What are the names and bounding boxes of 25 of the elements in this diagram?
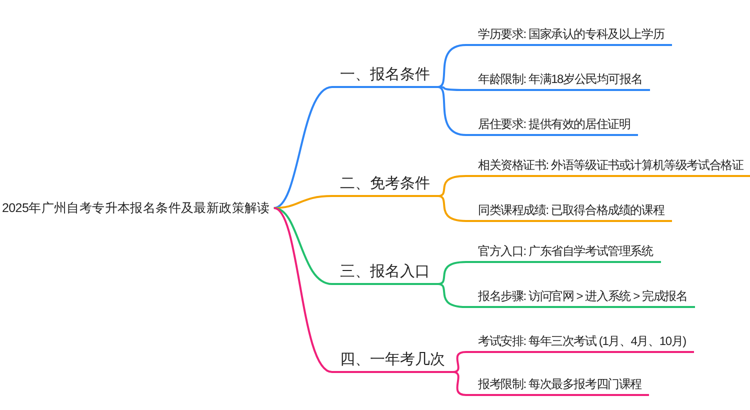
branch-line bbox=[274, 195, 332, 209]
branch-topic: 二、免考条件 bbox=[332, 173, 438, 197]
leaf-topic: 相关资格证书: 外语等级证书或计算机等级考试合格证 bbox=[466, 155, 750, 177]
branch-topic: 三、报名入口 bbox=[332, 261, 438, 285]
leaf-topic: 同类课程成绩: 已取得合格成绩的课程 bbox=[466, 200, 672, 222]
branch-line bbox=[438, 283, 466, 308]
branch-line bbox=[438, 175, 466, 197]
branch-topic: 四、一年考几次 bbox=[332, 349, 453, 373]
leaf-topic: 考试安排: 每年三次考试 (1月、4月、10月) bbox=[466, 331, 694, 353]
branch-line bbox=[274, 86, 332, 209]
leaf-topic: 学历要求: 国家承认的专科及以上学历 bbox=[466, 24, 672, 46]
branch-line bbox=[273, 207, 332, 373]
branch-line bbox=[438, 86, 466, 136]
root-topic: 2025年广州自考专升本报名条件及最新政策解读 bbox=[2, 197, 274, 219]
leaf-topic: 年龄限制: 年满18岁公民均可报名 bbox=[466, 69, 650, 91]
branch-line bbox=[438, 261, 466, 285]
branch-line bbox=[438, 195, 466, 222]
branch-line bbox=[438, 86, 466, 91]
leaf-topic: 报名步骤: 访问官网 > 进入系统 > 完成报名 bbox=[466, 286, 696, 308]
leaf-topic: 官方入口: 广东省自学考试管理系统 bbox=[466, 241, 661, 263]
branch-topic: 一、报名条件 bbox=[332, 64, 438, 88]
leaf-topic: 报考限制: 每次最多报考四门课程 bbox=[466, 374, 650, 396]
branch-line bbox=[274, 207, 332, 285]
leaf-topic: 居住要求: 提供有效的居住证明 bbox=[466, 114, 638, 136]
branch-line bbox=[438, 44, 466, 88]
